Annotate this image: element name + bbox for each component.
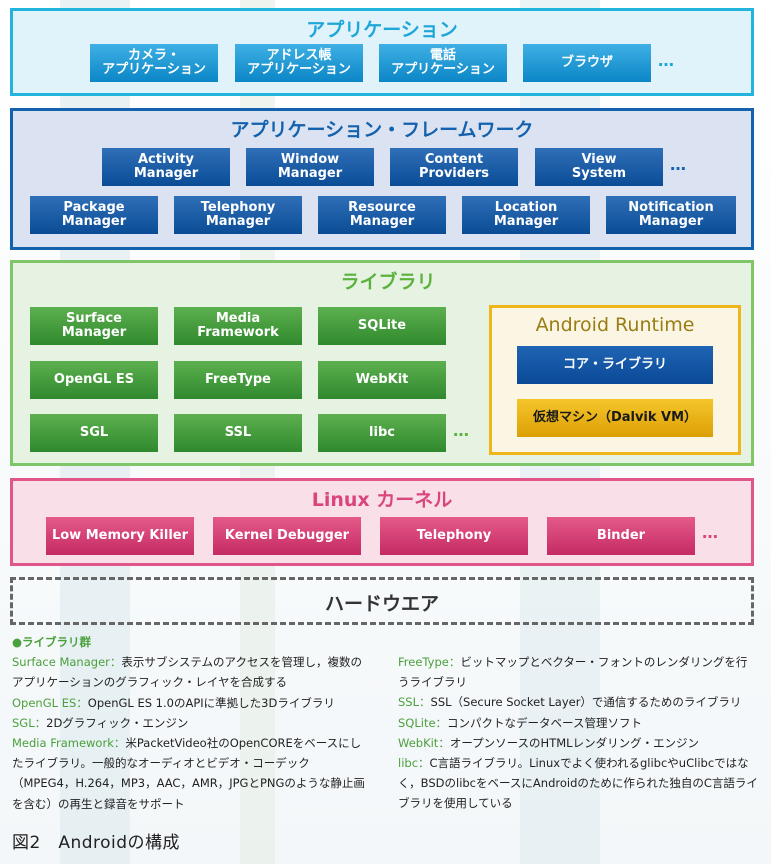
applications-more: …: [658, 51, 675, 70]
note-term: libc：: [398, 756, 430, 771]
fw-content-providers: Content Providers: [390, 148, 518, 186]
note-term: FreeType：: [398, 655, 461, 669]
note-text: SSL（Secure Socket Layer）で通信するためのライブラリ: [430, 695, 742, 710]
lib-webkit: WebKit: [318, 361, 446, 399]
framework-layer: アプリケーション・フレームワーク Activity Manager Window…: [10, 108, 754, 250]
note-term: Surface Manager：: [12, 655, 122, 670]
note-text: ビットマップとベクター・フォントのレンダリングを行うライブラリ: [398, 655, 748, 690]
libraries-title: ライブラリ: [340, 271, 436, 293]
fw-resource-manager: Resource Manager: [318, 196, 446, 234]
lib-freetype: FreeType: [174, 361, 302, 399]
note-text: 2Dグラフィック・エンジン: [46, 715, 189, 730]
kernel-title: Linux カーネル: [311, 489, 453, 511]
lib-surface-manager: Surface Manager: [30, 307, 158, 345]
lib-opengl-es: OpenGL ES: [30, 361, 158, 399]
framework-title: アプリケーション・フレームワーク: [230, 119, 534, 141]
note-sqlite: SQLite：コンパクトなデータベース管理ソフト: [398, 713, 758, 733]
app-addressbook: アドレス帳 アプリケーション: [235, 44, 363, 82]
kernel-telephony: Telephony: [380, 517, 528, 555]
note-text: オープンソースのHTMLレンダリング・エンジン: [449, 735, 700, 750]
applications-layer: アプリケーション カメラ・ アプリケーション アドレス帳 アプリケーション 電話…: [10, 8, 754, 96]
note-media-framework: Media Framework：米PacketVideo社のOpenCOREをベ…: [12, 733, 372, 814]
fw-location-manager: Location Manager: [462, 196, 590, 234]
runtime-title: Android Runtime: [535, 314, 695, 336]
android-runtime: Android Runtime コア・ライブラリ 仮想マシン（Dalvik VM…: [489, 305, 741, 455]
note-term: SSL：: [398, 695, 431, 710]
note-text: 表示サブシステムのアクセスを管理し，複数のアプリケーションのグラフィック・レイヤ…: [12, 655, 362, 690]
figure-caption: 図2 Androidの構成: [12, 833, 181, 853]
lib-libc: libc: [318, 414, 446, 452]
lib-ssl: SSL: [174, 414, 302, 452]
note-term: WebKit：: [398, 735, 450, 750]
note-text: OpenGL ES 1.0のAPIに準拠した3Dライブラリ: [87, 695, 335, 710]
app-browser: ブラウザ: [523, 44, 651, 82]
lib-media-framework: Media Framework: [174, 307, 302, 345]
hardware-title: ハードウエア: [324, 593, 439, 615]
note-term: OpenGL ES：: [12, 695, 88, 710]
note-opengl-es: OpenGL ES：OpenGL ES 1.0のAPIに準拠した3Dライブラリ: [12, 693, 372, 713]
note-text: 米PacketVideo社のOpenCOREをベースにしたライブラリ。一般的なオ…: [12, 736, 365, 811]
libraries-more: …: [453, 421, 470, 440]
fw-package-manager: Package Manager: [30, 196, 158, 234]
notes-left: ●ライブラリ群 Surface Manager：表示サブシステムのアクセスを管理…: [12, 632, 372, 814]
kernel-binder: Binder: [547, 517, 695, 555]
note-term: SQLite：: [398, 715, 448, 730]
libraries-layer: ライブラリ Surface Manager Media Framework SQ…: [10, 260, 754, 466]
fw-view-system: View System: [535, 148, 663, 186]
note-surface-manager: Surface Manager：表示サブシステムのアクセスを管理し，複数のアプリ…: [12, 652, 372, 692]
fw-activity-manager: Activity Manager: [102, 148, 230, 186]
note-term: Media Framework：: [12, 736, 126, 751]
applications-title: アプリケーション: [306, 19, 458, 41]
notes-heading: ●ライブラリ群: [12, 635, 92, 649]
runtime-dalvik-vm: 仮想マシン（Dalvik VM）: [517, 399, 713, 437]
notes-right: FreeType：ビットマップとベクター・フォントのレンダリングを行うライブラリ…: [398, 652, 758, 814]
framework-more: …: [670, 155, 687, 174]
note-term: SGL：: [12, 715, 47, 730]
note-ssl: SSL：SSL（Secure Socket Layer）で通信するためのライブラ…: [398, 692, 758, 712]
kernel-low-memory-killer: Low Memory Killer: [46, 517, 194, 555]
kernel-debugger: Kernel Debugger: [213, 517, 361, 555]
fw-notification-manager: Notification Manager: [606, 196, 736, 234]
fw-window-manager: Window Manager: [246, 148, 374, 186]
kernel-more: …: [702, 523, 719, 542]
app-camera: カメラ・ アプリケーション: [90, 44, 218, 82]
note-sgl: SGL：2Dグラフィック・エンジン: [12, 713, 372, 733]
runtime-core-libraries: コア・ライブラリ: [517, 346, 713, 384]
kernel-layer: Linux カーネル Low Memory Killer Kernel Debu…: [10, 478, 754, 566]
app-phone: 電話 アプリケーション: [379, 44, 507, 82]
lib-sqlite: SQLite: [318, 307, 446, 345]
note-webkit: WebKit：オープンソースのHTMLレンダリング・エンジン: [398, 733, 758, 753]
hardware-layer: ハードウエア: [10, 577, 754, 625]
fw-telephony-manager: Telephony Manager: [174, 196, 302, 234]
note-libc: libc：C言語ライブラリ。Linuxでよく使われるglibcやuClibcでは…: [398, 753, 758, 814]
lib-sgl: SGL: [30, 414, 158, 452]
note-text: コンパクトなデータベース管理ソフト: [447, 715, 642, 730]
note-text: C言語ライブラリ。Linuxでよく使われるglibcやuClibcではなく，BS…: [398, 756, 758, 811]
note-freetype: FreeType：ビットマップとベクター・フォントのレンダリングを行うライブラリ: [398, 652, 758, 692]
